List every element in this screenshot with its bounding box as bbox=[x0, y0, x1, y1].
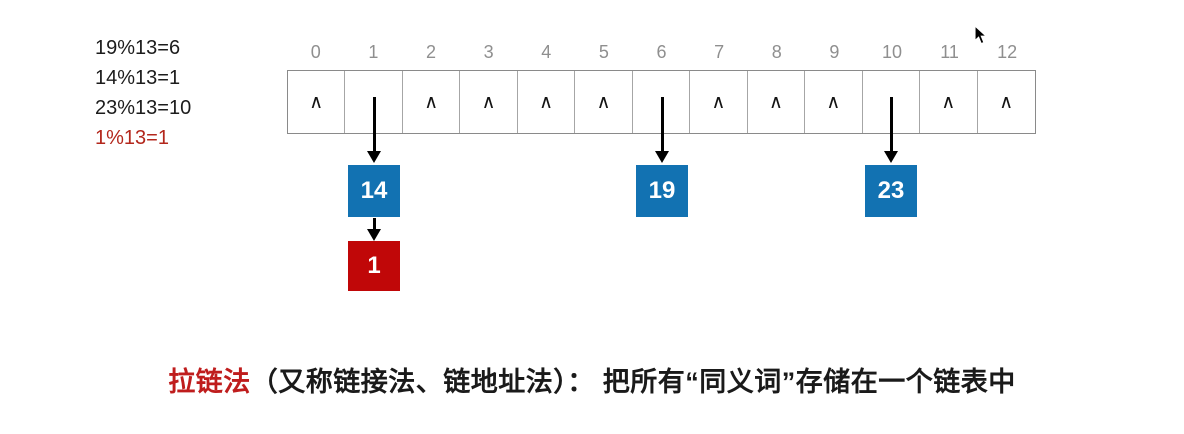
formula-line: 14%13=1 bbox=[95, 67, 181, 89]
null-pointer-symbol: ∧ bbox=[596, 91, 611, 113]
null-pointer-symbol: ∧ bbox=[711, 91, 726, 113]
bucket-index-label: 0 bbox=[310, 42, 321, 62]
bucket-index-label: 11 bbox=[940, 42, 959, 62]
bucket-cell bbox=[633, 71, 691, 133]
arrow-line bbox=[889, 97, 893, 153]
bucket-cell bbox=[863, 71, 921, 133]
bucket-cell bbox=[345, 71, 403, 133]
bucket-cell: ∧ bbox=[403, 71, 461, 133]
node-value: 19 bbox=[648, 177, 676, 204]
mouse-cursor-icon bbox=[974, 25, 988, 45]
caption: 拉链法（又称链接法、链地址法）： 把所有“同义词”存储在一个链表中 bbox=[0, 360, 1184, 399]
bucket-cell: ∧ bbox=[690, 71, 748, 133]
caption-term-highlight: 拉链法 bbox=[168, 367, 251, 397]
formula-line-highlighted: 1%13=1 bbox=[95, 127, 169, 149]
chain-node-1-collision: 1 bbox=[348, 241, 400, 291]
arrow-head-icon bbox=[654, 151, 669, 163]
bucket-index-label: 2 bbox=[426, 42, 437, 62]
bucket-cell: ∧ bbox=[460, 71, 518, 133]
null-pointer-symbol: ∧ bbox=[941, 91, 956, 113]
arrow-head-icon bbox=[366, 151, 381, 163]
chain-node-19: 19 bbox=[636, 165, 688, 217]
null-pointer-symbol: ∧ bbox=[999, 91, 1014, 113]
bucket-index-label: 3 bbox=[483, 42, 494, 62]
bucket-cell: ∧ bbox=[920, 71, 978, 133]
bucket-index-label: 8 bbox=[771, 42, 782, 62]
arrow-line bbox=[372, 218, 376, 230]
bucket-index-label: 5 bbox=[598, 42, 609, 62]
node-value: 14 bbox=[360, 177, 388, 204]
bucket-index-label: 9 bbox=[829, 42, 840, 62]
mod-formula-list: 19%13=6 14%13=1 23%13=10 1%13=1 bbox=[95, 33, 191, 153]
bucket-index-row: 0 1 2 3 4 5 6 7 8 9 10 11 12 bbox=[287, 42, 1036, 63]
node-value: 23 bbox=[877, 177, 905, 204]
bucket-index-label: 4 bbox=[541, 42, 552, 62]
bucket-index-label: 10 bbox=[881, 42, 902, 62]
bucket-cell: ∧ bbox=[805, 71, 863, 133]
arrow-head-icon bbox=[883, 151, 898, 163]
bucket-index-label: 6 bbox=[656, 42, 667, 62]
node-value: 1 bbox=[367, 252, 381, 279]
chain-node-14: 14 bbox=[348, 165, 400, 217]
bucket-cell: ∧ bbox=[288, 71, 346, 133]
arrow-line bbox=[660, 97, 664, 153]
bucket-cell: ∧ bbox=[518, 71, 576, 133]
chain-node-23: 23 bbox=[865, 165, 917, 217]
arrow-line bbox=[372, 97, 376, 153]
bucket-index-label: 12 bbox=[997, 42, 1018, 62]
null-pointer-symbol: ∧ bbox=[424, 91, 439, 113]
null-pointer-symbol: ∧ bbox=[309, 91, 324, 113]
bucket-index-label: 1 bbox=[368, 42, 379, 62]
null-pointer-symbol: ∧ bbox=[768, 91, 783, 113]
caption-definition: （又称链接法、链地址法）： 把所有“同义词”存储在一个链表中 bbox=[250, 367, 1016, 397]
bucket-cell: ∧ bbox=[575, 71, 633, 133]
formula-line: 19%13=6 bbox=[95, 37, 181, 59]
formula-line: 23%13=10 bbox=[95, 97, 192, 119]
null-pointer-symbol: ∧ bbox=[826, 91, 841, 113]
null-pointer-symbol: ∧ bbox=[481, 91, 496, 113]
bucket-cell: ∧ bbox=[748, 71, 806, 133]
bucket-cell: ∧ bbox=[978, 71, 1035, 133]
arrow-head-icon bbox=[366, 229, 381, 241]
bucket-index-label: 7 bbox=[714, 42, 725, 62]
null-pointer-symbol: ∧ bbox=[539, 91, 554, 113]
